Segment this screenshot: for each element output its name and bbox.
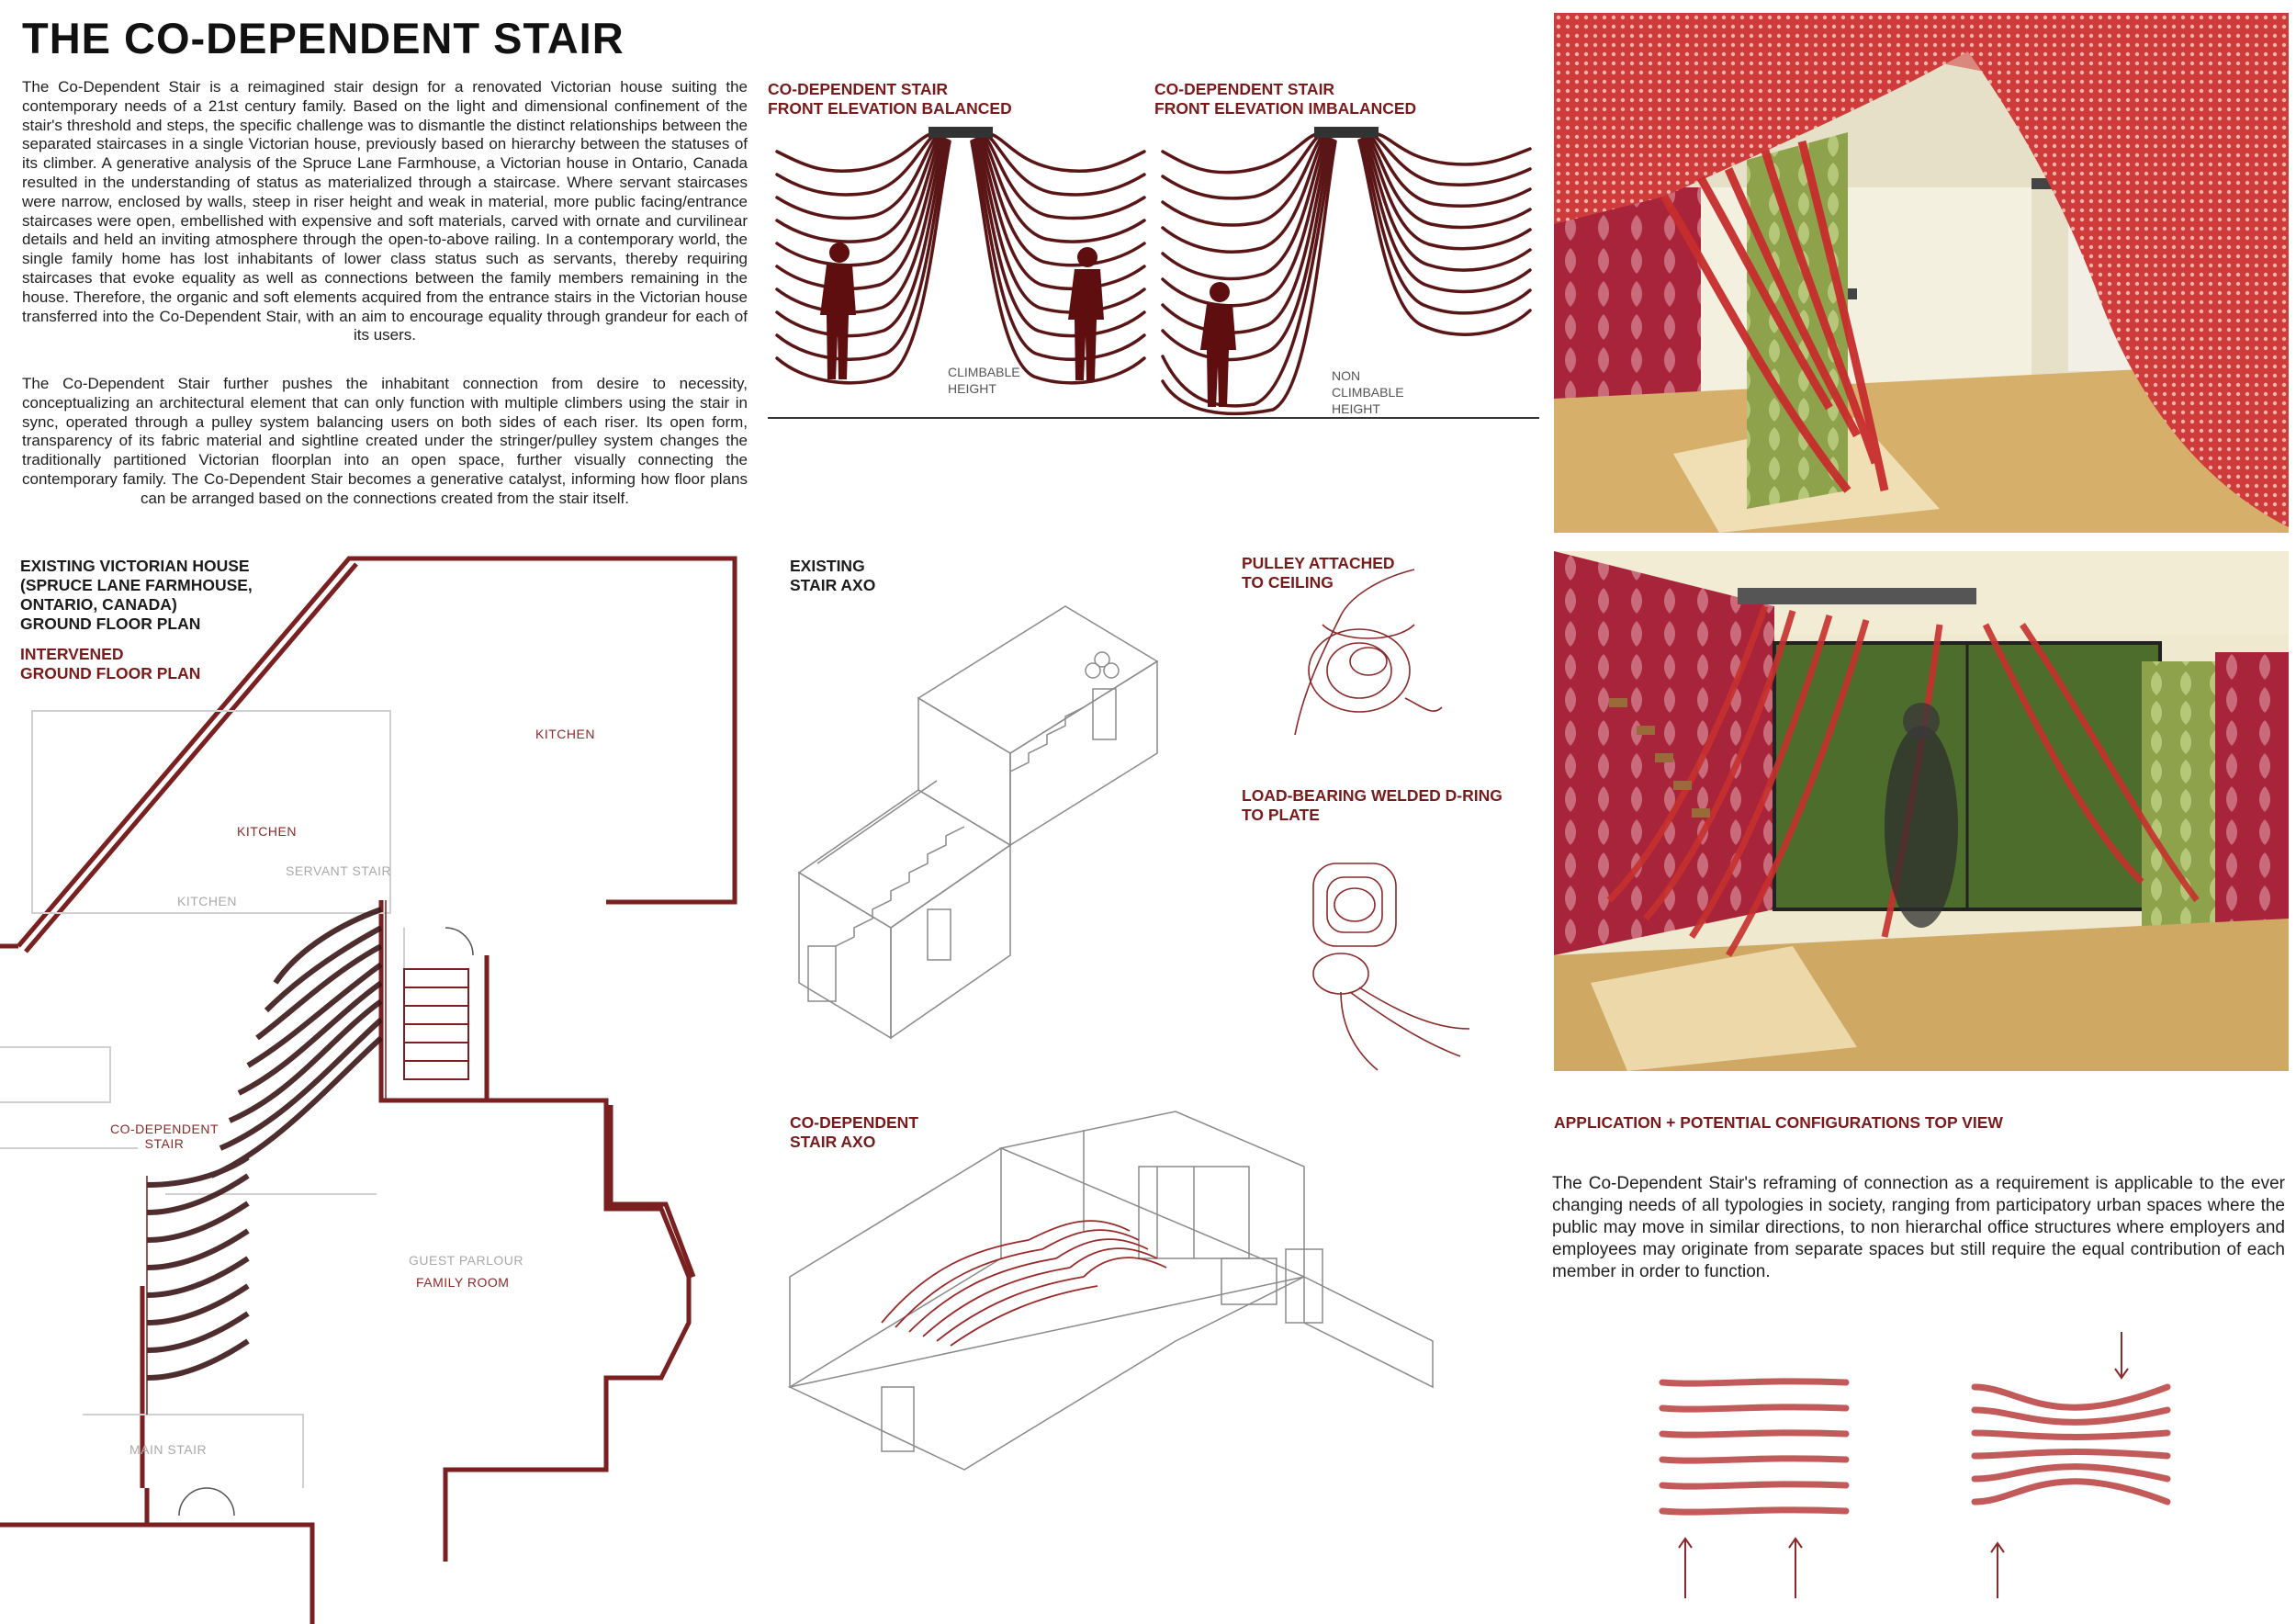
room-family-room: FAMILY ROOM — [416, 1275, 510, 1290]
dring-label-line-1: LOAD-BEARING WELDED D-RING — [1242, 786, 1503, 805]
non-climbable-note-line-1: NON — [1332, 368, 1361, 383]
existing-axo-label: EXISTING STAIR AXO — [790, 557, 875, 595]
dring-detail-drawing — [1312, 863, 1470, 1071]
codep-axo-label: CO-DEPENDENT STAIR AXO — [790, 1113, 918, 1152]
application-title: APPLICATION + POTENTIAL CONFIGURATIONS T… — [1554, 1113, 2003, 1132]
elevation-balanced-title-line-2: FRONT ELEVATION BALANCED — [768, 99, 1012, 118]
plan-label-line-2: (SPRUCE LANE FARMHOUSE, — [20, 576, 253, 594]
pulley-label-line-1: PULLEY ATTACHED — [1242, 554, 1395, 572]
room-codep-line-1: CO-DEPENDENT — [110, 1122, 219, 1136]
codep-axo-line-2: STAIR AXO — [790, 1133, 876, 1151]
non-climbable-note-line-2: CLIMBABLE — [1332, 385, 1404, 400]
configuration-parallel — [1659, 1378, 1850, 1598]
existing-axo-line-1: EXISTING — [790, 557, 865, 575]
co-dependent-stair-axo — [787, 1111, 1434, 1471]
room-codep-line-2: STAIR — [144, 1136, 185, 1151]
codep-axo-line-1: CO-DEPENDENT — [790, 1113, 919, 1132]
non-climbable-note-line-3: HEIGHT — [1332, 401, 1380, 416]
elevation-balanced-drawing — [768, 127, 1154, 419]
elevation-imbalanced-title-line-1: CO-DEPENDENT STAIR — [1154, 80, 1335, 98]
dring-label-line-2: TO PLATE — [1242, 806, 1320, 824]
room-kitchen-a: KITCHEN — [535, 727, 595, 741]
plan-label-line-3: ONTARIO, CANADA) — [20, 595, 177, 614]
climbable-note-line-2: HEIGHT — [948, 381, 996, 396]
pulley-detail-drawing — [1294, 569, 1443, 736]
room-kitchen-b: KITCHEN — [237, 824, 297, 839]
dring-detail-label: LOAD-BEARING WELDED D-RING TO PLATE — [1242, 786, 1503, 825]
elevation-imbalanced-title: CO-DEPENDENT STAIR FRONT ELEVATION IMBAL… — [1154, 80, 1416, 118]
intervened-label-line-2: GROUND FLOOR PLAN — [20, 664, 201, 682]
room-kitchen-c: KITCHEN — [177, 894, 237, 908]
plan-stair-ribbons — [146, 907, 384, 1381]
climbable-height-note: CLIMBABLE HEIGHT — [948, 364, 1020, 397]
non-climbable-height-note: NON CLIMBABLE HEIGHT — [1332, 367, 1404, 417]
axo-stair-ribbons — [881, 1220, 1167, 1347]
render-lower — [1554, 551, 2289, 1071]
floor-plan-drawing — [0, 556, 737, 1624]
intro-paragraph-2: The Co-Dependent Stair further pushes th… — [22, 375, 748, 507]
application-text: The Co-Dependent Stair's reframing of co… — [1552, 1174, 2285, 1281]
plan-label-line-4: GROUND FLOOR PLAN — [20, 615, 201, 633]
intervened-plan-label: INTERVENED GROUND FLOOR PLAN — [20, 645, 200, 683]
climbable-note-line-1: CLIMBABLE — [948, 365, 1020, 379]
room-co-dependent-stair: CO-DEPENDENT STAIR — [110, 1122, 219, 1151]
plan-label: EXISTING VICTORIAN HOUSE (SPRUCE LANE FA… — [20, 557, 253, 634]
room-guest-parlour: GUEST PARLOUR — [409, 1253, 524, 1268]
intro-paragraph-1: The Co-Dependent Stair is a reimagined s… — [22, 78, 748, 344]
existing-axo-line-2: STAIR AXO — [790, 576, 876, 594]
elevation-balanced-title: CO-DEPENDENT STAIR FRONT ELEVATION BALAN… — [768, 80, 1012, 118]
pulley-label-line-2: TO CEILING — [1242, 573, 1334, 592]
room-main-stair: MAIN STAIR — [129, 1442, 208, 1457]
elevation-imbalanced-drawing — [1154, 127, 1539, 419]
render-upper — [1554, 13, 2289, 533]
page-title: THE CO-DEPENDENT STAIR — [22, 14, 625, 62]
intervened-label-line-1: INTERVENED — [20, 645, 124, 663]
pulley-detail-label: PULLEY ATTACHED TO CEILING — [1242, 554, 1395, 592]
elevation-balanced-title-line-1: CO-DEPENDENT STAIR — [768, 80, 949, 98]
plan-label-line-1: EXISTING VICTORIAN HOUSE — [20, 557, 250, 575]
room-servant-stair: SERVANT STAIR — [286, 863, 392, 878]
existing-stair-axo — [797, 605, 1159, 1040]
elevation-imbalanced-title-line-2: FRONT ELEVATION IMBALANCED — [1154, 99, 1417, 118]
configuration-crossing — [1971, 1332, 2171, 1598]
